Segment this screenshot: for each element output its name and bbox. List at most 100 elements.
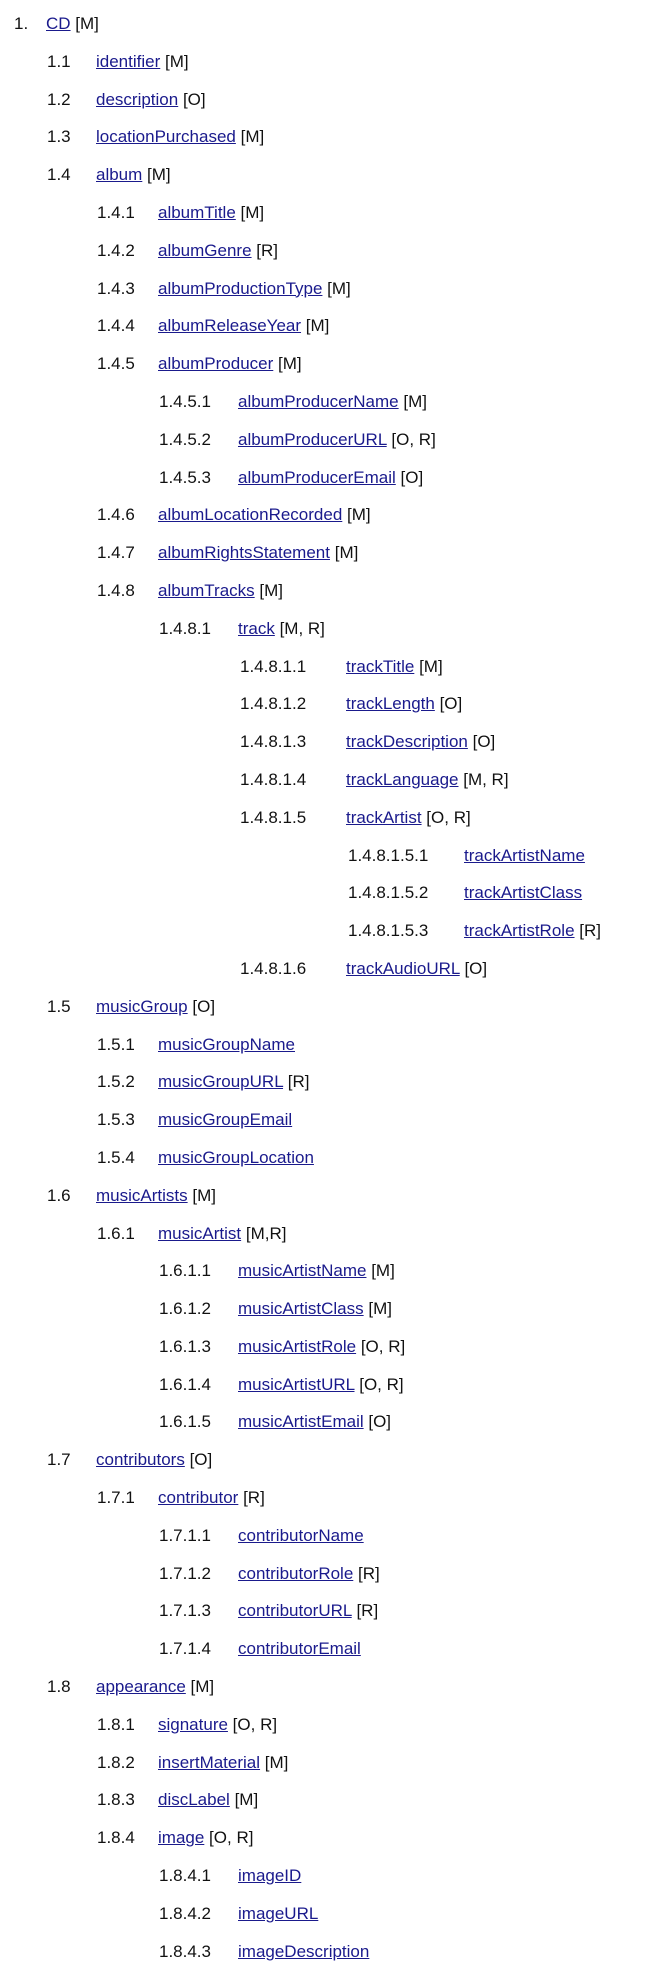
outline-item-entry: contributorName — [238, 1525, 364, 1547]
outline-item-flag: [O] — [400, 467, 424, 487]
outline-item-link[interactable]: albumProducerEmail — [238, 467, 396, 487]
outline-item-flag: [R] — [358, 1563, 380, 1583]
outline-item-link[interactable]: contributorRole — [238, 1563, 354, 1583]
outline-item-link[interactable]: albumProducerURL — [238, 429, 387, 449]
outline-item-link[interactable]: musicArtistEmail — [238, 1412, 364, 1432]
outline-item-entry: musicGroup [O] — [96, 996, 215, 1018]
outline-item-link[interactable]: contributorEmail — [238, 1639, 361, 1659]
outline-item-entry: albumTracks [M] — [158, 580, 283, 602]
outline-item-link[interactable]: signature — [158, 1714, 228, 1734]
outline-item-link[interactable]: imageURL — [238, 1903, 319, 1923]
outline-item-entry: trackArtistName — [464, 845, 585, 867]
outline-item-link[interactable]: imageID — [238, 1866, 302, 1886]
outline-item-link[interactable]: albumLocationRecorded — [158, 505, 343, 525]
outline-item-link[interactable]: trackArtistName — [464, 845, 585, 865]
outline-item-link[interactable]: album — [96, 165, 143, 185]
outline-item-link[interactable]: albumTracks — [158, 580, 255, 600]
outline-item: 1.1 identifier [M] — [0, 51, 652, 89]
outline-item-link[interactable]: albumGenre — [158, 240, 252, 260]
outline-item-entry: albumLocationRecorded [M] — [158, 504, 371, 526]
outline-item-link[interactable]: musicArtist — [158, 1223, 242, 1243]
outline-item-number: 1.6.1.3 — [159, 1336, 211, 1356]
outline-item-link[interactable]: image — [158, 1828, 205, 1848]
outline-item-link[interactable]: insertMaterial — [158, 1752, 261, 1772]
outline-item: 1.CD [M] — [0, 13, 652, 51]
outline-item-entry: contributors [O] — [96, 1449, 212, 1471]
outline-item-link[interactable]: identifier — [96, 51, 161, 71]
outline-item-number: 1.7 — [47, 1450, 71, 1470]
outline-item-link[interactable]: description — [96, 89, 179, 109]
outline-item-link[interactable]: contributorURL — [238, 1601, 352, 1621]
outline-item-flag: [M] — [278, 354, 302, 374]
outline-item-link[interactable]: trackLanguage — [346, 769, 459, 789]
outline-item-link[interactable]: musicArtistName — [238, 1261, 367, 1281]
outline-item-link[interactable]: musicGroup — [96, 996, 188, 1016]
outline-item-link[interactable]: trackArtist — [346, 807, 422, 827]
outline-item-flag: [R] — [579, 921, 601, 941]
outline-item-link[interactable]: discLabel — [158, 1790, 230, 1810]
outline-item-link[interactable]: contributorName — [238, 1525, 364, 1545]
outline-item-link[interactable]: trackAudioURL — [346, 958, 460, 978]
outline-item-number: 1.1 — [47, 51, 71, 71]
outline-item-flag: [M] — [334, 543, 359, 563]
outline-item-number: 1.4.8.1.3 — [240, 732, 307, 752]
outline-item-flag: [R] — [256, 240, 279, 260]
outline-item-link[interactable]: trackLength — [346, 694, 435, 714]
outline-item-link[interactable]: musicArtistURL — [238, 1374, 355, 1394]
outline-item-flag: [M] — [165, 51, 189, 71]
outline-item-number: 1.4.4 — [97, 316, 135, 336]
outline-item-link[interactable]: albumProductionType — [158, 278, 323, 298]
outline-item-entry: musicArtistURL [O, R] — [238, 1374, 404, 1396]
outline-item-link[interactable]: albumProducer — [158, 354, 274, 374]
outline-item-link[interactable]: imageDescription — [238, 1941, 370, 1961]
outline-item-flag: [M] — [147, 165, 171, 185]
outline-item-link[interactable]: trackTitle — [346, 656, 415, 676]
outline-item-entry: albumGenre [R] — [158, 240, 278, 262]
outline-item-link[interactable]: locationPurchased — [96, 127, 236, 147]
outline-item-link[interactable]: trackArtistRole — [464, 921, 575, 941]
outline-item-link[interactable]: musicArtistClass — [238, 1299, 364, 1319]
outline-item-flag: [M] — [347, 505, 371, 525]
outline-item-entry: albumRightsStatement [M] — [158, 542, 358, 564]
outline-item-link[interactable]: trackArtistClass — [464, 883, 583, 903]
outline-item-number: 1.6.1.1 — [159, 1261, 211, 1281]
outline-item-flag: [R] — [356, 1601, 379, 1621]
outline-item-number: 1.6 — [47, 1185, 71, 1205]
outline-item-link[interactable]: musicArtists — [96, 1185, 188, 1205]
outline-item-number: 1.8.4.2 — [159, 1903, 211, 1923]
outline-item-link[interactable]: musicGroupName — [158, 1034, 295, 1054]
outline-item-link[interactable]: contributors — [96, 1450, 185, 1470]
outline-item-link[interactable]: albumProducerName — [238, 391, 399, 411]
outline-item-link[interactable]: musicArtistRole — [238, 1336, 357, 1356]
outline-item-link[interactable]: track — [238, 618, 275, 638]
outline-item-number: 1.4 — [47, 165, 71, 185]
outline-item-entry: musicGroupEmail — [158, 1109, 292, 1131]
outline-item-flag: [M] — [327, 278, 351, 298]
outline-item-number: 1.4.8.1.2 — [240, 694, 307, 714]
outline-item-link[interactable]: musicGroupLocation — [158, 1147, 314, 1167]
outline-item-entry: trackArtist [O, R] — [346, 807, 471, 829]
outline-item-number: 1.4.8.1.5.3 — [348, 921, 429, 941]
outline-item-link[interactable]: albumRightsStatement — [158, 543, 330, 563]
outline-item-flag: [M] — [305, 316, 330, 336]
outline-item-number: 1.6.1.2 — [159, 1299, 211, 1319]
outline-item-link[interactable]: musicGroupEmail — [158, 1110, 293, 1130]
outline-item-link[interactable]: albumReleaseYear — [158, 316, 302, 336]
outline-item-link[interactable]: appearance — [96, 1677, 186, 1697]
outline-item-link[interactable]: contributor — [158, 1488, 239, 1508]
outline-item-link[interactable]: musicGroupURL — [158, 1072, 284, 1092]
outline-item-flag: [O, R] — [359, 1374, 404, 1394]
outline-item-link[interactable]: albumTitle — [158, 202, 236, 222]
outline-item-entry: trackArtistClass — [464, 882, 582, 904]
outline-item-link[interactable]: CD — [46, 14, 71, 33]
outline-item-link[interactable]: trackDescription — [346, 732, 468, 752]
